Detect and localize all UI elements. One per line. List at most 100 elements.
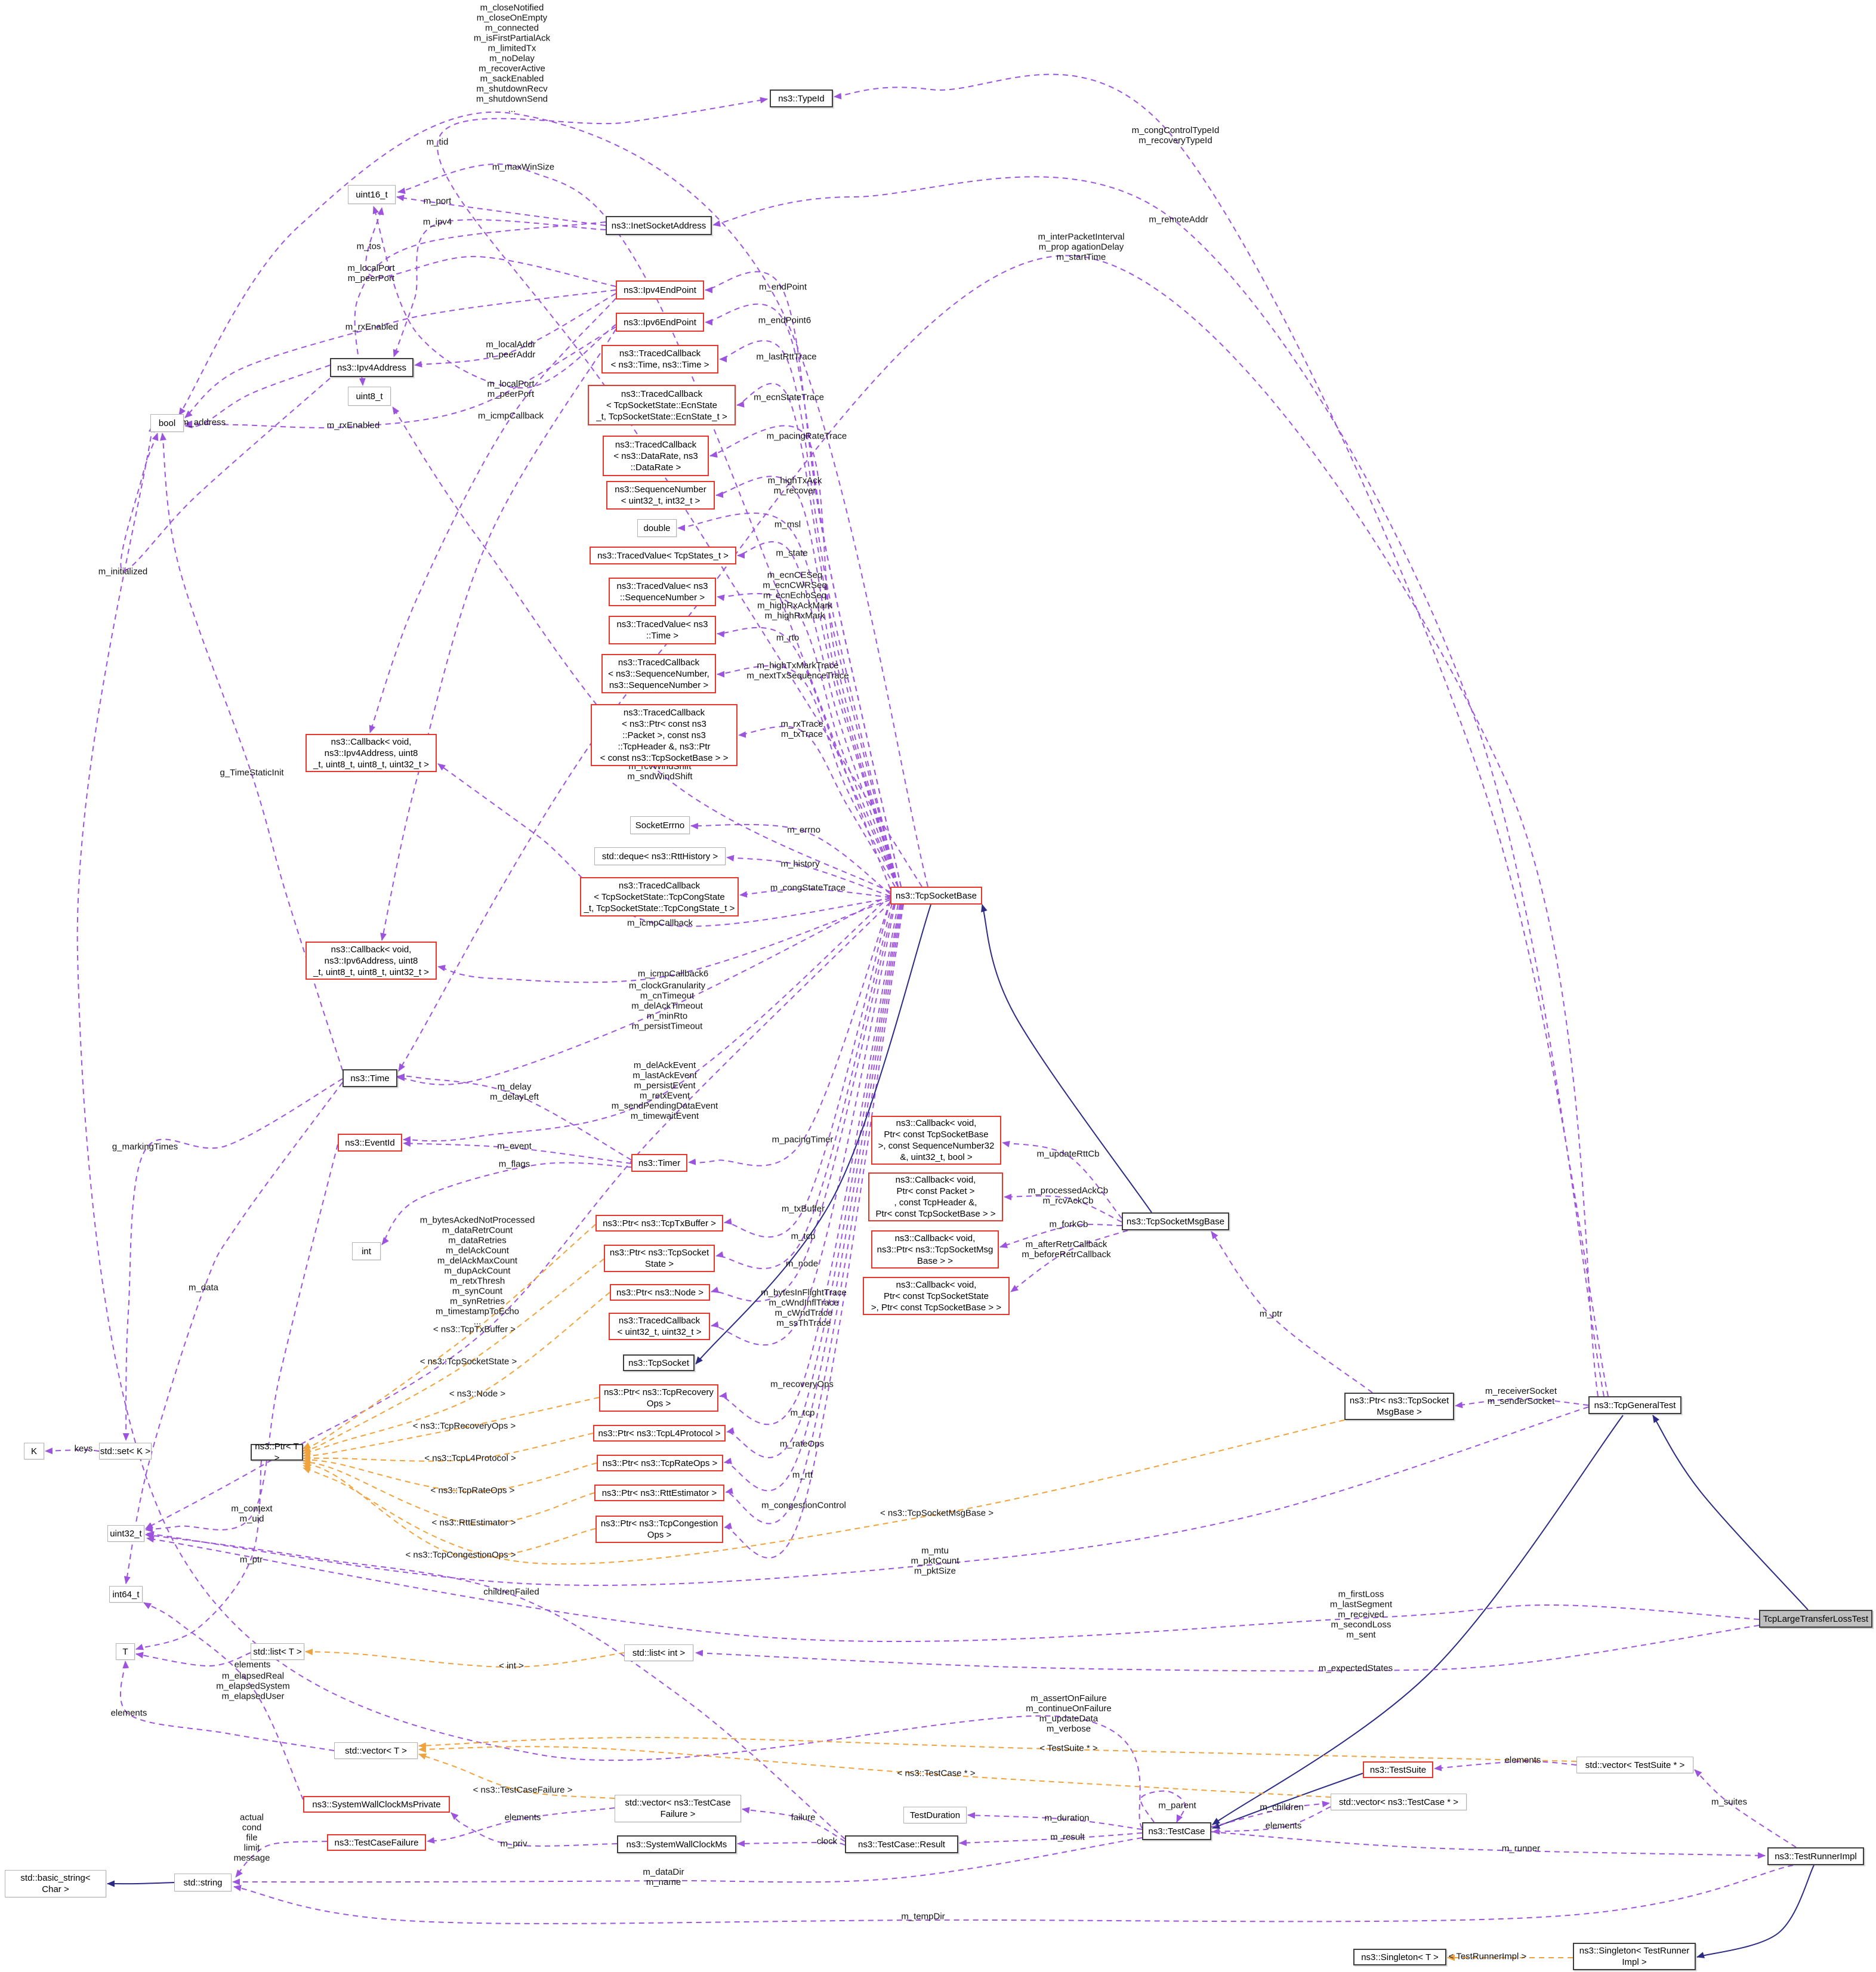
class-box-ptr_recovery[interactable]: ns3::Ptr< ns3::TcpRecovery Ops > bbox=[599, 1384, 718, 1412]
class-box-singleton_T[interactable]: ns3::Singleton< T > bbox=[1353, 1949, 1446, 1965]
class-box-inet[interactable]: ns3::InetSocketAddress bbox=[606, 216, 712, 235]
class-box-test_case[interactable]: ns3::TestCase bbox=[1142, 1822, 1211, 1840]
class-box-int64[interactable]: int64_t bbox=[109, 1586, 143, 1603]
class-box-dbl[interactable]: double bbox=[637, 519, 677, 537]
edge-label-m_bytesInFlightTrace: m_bytesInFlightTrace m_cWndInflTrace m_c… bbox=[761, 1288, 847, 1328]
edge-label-< ns3::TcpCongestionOps >: < ns3::TcpCongestionOps > bbox=[405, 1550, 516, 1560]
class-box-T_box[interactable]: T bbox=[116, 1643, 135, 1660]
edge-member-18 bbox=[737, 541, 899, 887]
class-box-cb_state[interactable]: ns3::Callback< void, Ptr< const TcpSocke… bbox=[863, 1277, 1010, 1315]
edge-label-m_pacingRateTrace: m_pacingRateTrace bbox=[766, 431, 847, 442]
class-box-uint16[interactable]: uint16_t bbox=[348, 185, 396, 204]
class-box-vec_tcf[interactable]: std::vector< ns3::TestCase Failure > bbox=[615, 1795, 741, 1822]
class-box-ptr_T[interactable]: ns3::Ptr< T > bbox=[251, 1442, 303, 1463]
edge-label-< ns3::TcpL4Protocol >: < ns3::TcpL4Protocol > bbox=[424, 1453, 516, 1464]
edge-member-90 bbox=[145, 1532, 846, 1840]
class-box-typeid[interactable]: ns3::TypeId bbox=[770, 90, 833, 107]
edge-label-m_interPacketInterval: m_interPacketInterval m_prop agationDela… bbox=[1038, 232, 1125, 263]
class-box-tcb_u32[interactable]: ns3::TracedCallback < uint32_t, uint32_t… bbox=[609, 1313, 710, 1340]
edge-label-m_bytesAckedNotProcessed: m_bytesAckedNotProcessed m_dataRetrCount… bbox=[419, 1215, 535, 1327]
edge-label-m_clockGranularity: m_clockGranularity m_cnTimeout m_delAckT… bbox=[628, 980, 706, 1032]
class-box-list_T[interactable]: std::list< T > bbox=[251, 1643, 304, 1660]
class-box-tcb_seqseq[interactable]: ns3::TracedCallback < ns3::SequenceNumbe… bbox=[601, 654, 716, 693]
class-box-tcb_time[interactable]: ns3::TracedCallback < ns3::Time, ns3::Ti… bbox=[601, 345, 718, 374]
class-box-ipv4addr[interactable]: ns3::Ipv4Address bbox=[330, 358, 414, 377]
edge-member-29 bbox=[380, 329, 616, 941]
class-box-tcf[interactable]: ns3::TestCaseFailure bbox=[327, 1834, 426, 1851]
class-box-set_K[interactable]: std::set< K > bbox=[99, 1443, 152, 1459]
edge-member-36 bbox=[398, 255, 1599, 1397]
class-box-uint32[interactable]: uint32_t bbox=[107, 1525, 144, 1542]
class-box-deque_rtt[interactable]: std::deque< ns3::RttHistory > bbox=[594, 847, 726, 865]
class-box-ptr_txbuf[interactable]: ns3::Ptr< ns3::TcpTxBuffer > bbox=[595, 1215, 723, 1232]
class-box-cb_msgbase[interactable]: ns3::Callback< void, ns3::Ptr< ns3::TcpS… bbox=[871, 1230, 999, 1269]
class-box-cb_ipv6[interactable]: ns3::Callback< void, ns3::Ipv6Address, u… bbox=[306, 942, 437, 980]
class-box-timer[interactable]: ns3::Timer bbox=[631, 1154, 687, 1172]
class-box-tcres[interactable]: ns3::TestCase::Result bbox=[845, 1835, 958, 1853]
class-box-ptr_state[interactable]: ns3::Ptr< ns3::TcpSocket State > bbox=[604, 1245, 715, 1272]
class-box-basic_string[interactable]: std::basic_string< Char > bbox=[5, 1870, 106, 1897]
class-box-tv_time[interactable]: ns3::TracedValue< ns3 ::Time > bbox=[609, 616, 716, 644]
class-box-event_id[interactable]: ns3::EventId bbox=[338, 1134, 402, 1152]
class-box-uint8[interactable]: uint8_t bbox=[348, 387, 391, 406]
class-box-tcp_large[interactable]: TcpLargeTransferLossTest bbox=[1759, 1610, 1872, 1628]
class-box-cb_pkt[interactable]: ns3::Callback< void, Ptr< const Packet >… bbox=[868, 1172, 1003, 1221]
edge-label-m_rxEnabled: m_rxEnabled bbox=[345, 322, 399, 332]
class-box-swcm[interactable]: ns3::SystemWallClockMs bbox=[617, 1835, 736, 1853]
class-box-cb_rtt[interactable]: ns3::Callback< void, Ptr< const TcpSocke… bbox=[871, 1116, 1001, 1165]
class-box-vector_T[interactable]: std::vector< T > bbox=[334, 1742, 418, 1759]
class-box-tv_tcpstates[interactable]: ns3::TracedValue< TcpStates_t > bbox=[590, 547, 736, 564]
class-box-msgbase[interactable]: ns3::TcpSocketMsgBase bbox=[1122, 1212, 1229, 1230]
class-box-test_runner[interactable]: ns3::TestRunnerImpl bbox=[1767, 1847, 1864, 1865]
class-box-ptr_l4[interactable]: ns3::Ptr< ns3::TcpL4Protocol > bbox=[593, 1425, 726, 1442]
class-box-tcb_ecn[interactable]: ns3::TracedCallback < TcpSocketState::Ec… bbox=[588, 385, 736, 425]
edge-label-m_endPoint6: m_endPoint6 bbox=[758, 315, 812, 326]
class-box-vec_ts[interactable]: std::vector< TestSuite * > bbox=[1576, 1757, 1693, 1773]
edge-label-elements: elements bbox=[504, 1812, 541, 1823]
class-box-socket_errno[interactable]: SocketErrno bbox=[630, 816, 690, 834]
class-box-tsb[interactable]: ns3::TcpSocketBase bbox=[890, 887, 982, 905]
class-box-ipv4ep[interactable]: ns3::Ipv4EndPoint bbox=[616, 280, 704, 300]
edge-label-m_congestionControl: m_congestionControl bbox=[761, 1500, 846, 1511]
class-box-ptr_rtt[interactable]: ns3::Ptr< ns3::RttEstimator > bbox=[594, 1485, 724, 1501]
class-box-tcb_congstate[interactable]: ns3::TracedCallback < TcpSocketState::Tc… bbox=[580, 877, 739, 916]
class-box-cb_ipv4[interactable]: ns3::Callback< void, ns3::Ipv4Address, u… bbox=[306, 734, 437, 772]
class-box-ptr_node[interactable]: ns3::Ptr< ns3::Node > bbox=[610, 1284, 710, 1301]
edge-inheritance-53 bbox=[981, 904, 1152, 1213]
edge-member-23 bbox=[690, 823, 891, 894]
class-box-vec_tc[interactable]: std::vector< ns3::TestCase * > bbox=[1331, 1794, 1467, 1810]
edge-label-elements: elements bbox=[1265, 1820, 1302, 1831]
edge-label-m_forkCb: m_forkCb bbox=[1049, 1219, 1088, 1230]
edge-label-< ns3::TestCase * >: < ns3::TestCase * > bbox=[897, 1768, 976, 1779]
class-box-ptr_rateops[interactable]: ns3::Ptr< ns3::TcpRateOps > bbox=[597, 1455, 723, 1471]
edge-label-m_highTxMarkTrace: m_highTxMarkTrace m_nextTxSequenceTrace bbox=[746, 661, 849, 681]
class-box-ptr_cong[interactable]: ns3::Ptr< ns3::TcpCongestion Ops > bbox=[595, 1516, 723, 1543]
class-box-ipv6ep[interactable]: ns3::Ipv6EndPoint bbox=[616, 313, 704, 332]
class-box-singleton_tri[interactable]: ns3::Singleton< TestRunner Impl > bbox=[1573, 1943, 1696, 1970]
class-box-swcmp[interactable]: ns3::SystemWallClockMsPrivate bbox=[303, 1796, 450, 1813]
class-box-int_box[interactable]: int bbox=[352, 1242, 381, 1260]
class-box-test_suite[interactable]: ns3::TestSuite bbox=[1363, 1761, 1433, 1778]
class-box-K_box[interactable]: K bbox=[24, 1443, 44, 1459]
class-box-tcp_general[interactable]: ns3::TcpGeneralTest bbox=[1588, 1396, 1681, 1414]
class-box-tv_seqnum[interactable]: ns3::TracedValue< ns3 ::SequenceNumber > bbox=[609, 578, 716, 606]
class-box-tcb_pkt[interactable]: ns3::TracedCallback < ns3::Ptr< const ns… bbox=[591, 704, 738, 766]
class-box-list_int[interactable]: std::list< int > bbox=[624, 1644, 693, 1661]
edge-member-89 bbox=[135, 1460, 262, 1650]
class-box-string_box[interactable]: std::string bbox=[174, 1874, 232, 1891]
class-box-ns3_time[interactable]: ns3::Time bbox=[343, 1069, 397, 1087]
class-box-ptr_msgbase[interactable]: ns3::Ptr< ns3::TcpSocket MsgBase > bbox=[1344, 1393, 1454, 1420]
edge-label-< ns3::RttEstimator >: < ns3::RttEstimator > bbox=[431, 1517, 516, 1528]
edge-member-87 bbox=[122, 1078, 343, 1441]
class-box-test_duration[interactable]: TestDuration bbox=[903, 1807, 967, 1823]
edge-member-71 bbox=[1211, 1831, 1766, 1859]
edge-member-31 bbox=[184, 326, 616, 428]
class-box-seqnum[interactable]: ns3::SequenceNumber < uint32_t, int32_t … bbox=[606, 481, 715, 510]
edge-label-m_ecnStateTrace: m_ecnStateTrace bbox=[754, 392, 824, 403]
class-box-tcb_datarate[interactable]: ns3::TracedCallback < ns3::DataRate, ns3… bbox=[603, 436, 709, 476]
edge-member-66 bbox=[695, 1625, 1760, 1672]
edge-member-4 bbox=[393, 219, 606, 357]
class-box-boolb[interactable]: bool bbox=[150, 414, 184, 432]
edge-label-m_runner: m_runner bbox=[1501, 1843, 1541, 1854]
class-box-tcp_socket[interactable]: ns3::TcpSocket bbox=[623, 1354, 695, 1371]
